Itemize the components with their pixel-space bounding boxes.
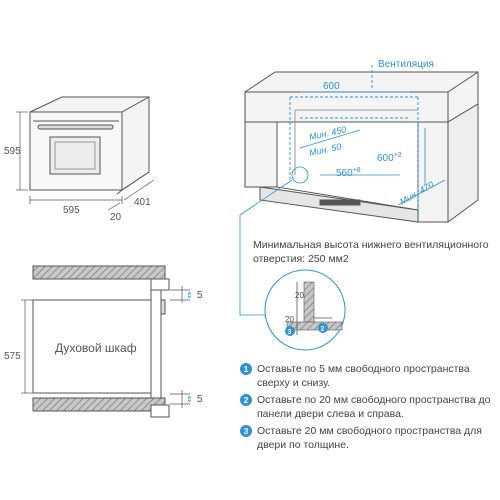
side-height-label: 575 — [4, 351, 21, 362]
note-item: 2 Оставьте по 20 мм свободного пространс… — [240, 393, 498, 421]
note-item: 1 Оставьте по 5 мм свободного пространст… — [240, 362, 498, 390]
side-view — [32, 265, 170, 418]
min-vent-text: Минимальная высота нижнего вентиляционно… — [253, 239, 489, 265]
ventilation-lines — [289, 65, 419, 210]
note-badge: 2 — [240, 394, 252, 406]
niche-inner-width-label: 560+8 — [336, 167, 361, 179]
oven-depth-label: 401 — [134, 197, 151, 208]
bottom-gap-label: 5 — [197, 394, 203, 405]
oven-width-label: 595 — [63, 205, 80, 216]
oven-door-depth-label: 20 — [110, 212, 122, 223]
detail-gap-20-top: 20 — [295, 291, 304, 300]
ventilation-label: Вентиляция — [378, 59, 434, 70]
oven-front-view — [29, 96, 150, 195]
oven-height-label: 595 — [4, 146, 21, 157]
detail-gap-20-left: 20 — [285, 315, 294, 324]
note-item: 3 Оставьте 20 мм свободного пространства… — [240, 424, 498, 452]
oven-front-dimensions — [16, 111, 155, 211]
niche-dimensions — [291, 91, 446, 206]
niche-height-label: 600+2 — [377, 152, 402, 164]
note-badge: 1 — [240, 363, 252, 375]
note-text: Оставьте по 5 мм свободного пространства… — [257, 363, 470, 389]
detail-callout-line — [239, 179, 293, 316]
note-badge: 3 — [240, 425, 252, 437]
niche-view — [244, 71, 479, 223]
side-view-dimensions — [21, 286, 190, 408]
top-gap-arrow-icon: ⇕ — [186, 291, 193, 300]
cabinet-label: Духовой шкаф — [55, 341, 137, 355]
detail-badge-2: 2 — [321, 326, 325, 333]
detail-badge-3: 3 — [288, 329, 292, 336]
installation-notes: 1 Оставьте по 5 мм свободного пространст… — [240, 362, 498, 455]
note-text: Оставьте 20 мм свободного пространства д… — [257, 425, 482, 451]
detail-view — [264, 269, 346, 351]
note-text: Оставьте по 20 мм свободного пространств… — [257, 394, 491, 420]
niche-width-label: 600 — [323, 81, 340, 92]
top-gap-label: 5 — [197, 290, 203, 301]
bottom-gap-arrow-icon: ⇕ — [186, 395, 193, 404]
